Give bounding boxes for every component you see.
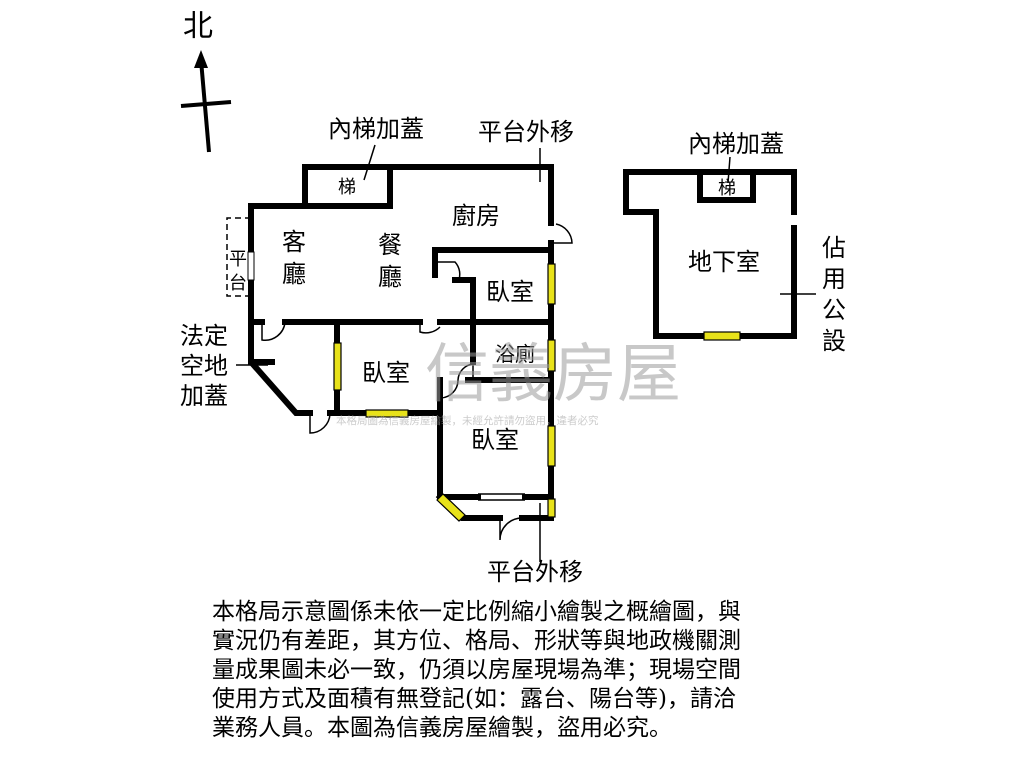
north-arrow-icon (180, 50, 232, 153)
occupied-common-label-2: 用 (822, 265, 846, 293)
stair-label-2: 梯 (718, 178, 736, 199)
stair-label-1: 梯 (338, 177, 356, 198)
windows (333, 263, 556, 522)
bedroom-1-label: 臥室 (486, 278, 534, 306)
basement-label: 地下室 (688, 248, 760, 276)
platform-shift-top-label: 平台外移 (478, 118, 574, 146)
watermark-brand: 信義房屋 (425, 338, 681, 412)
side-platform-label-1: 平 (229, 249, 247, 270)
legal-void-label-3: 加蓋 (180, 382, 228, 410)
disclaimer-line: 實況仍有差距，其方位、格局、形狀等與地政機關測 (212, 628, 741, 654)
bedroom-2-label: 臥室 (362, 359, 410, 387)
bathroom-label: 浴廁 (495, 342, 535, 366)
side-platform-label-2: 台 (229, 273, 247, 294)
disclaimer-line: 業務人員。本圖為信義房屋繪製，盜用必究。 (212, 715, 672, 741)
side-platform (226, 217, 255, 297)
disclaimer-line: 量成果圖未必一致，仍須以房屋現場為準；現場空間 (212, 657, 741, 683)
living-room-label-1: 客 (282, 228, 306, 256)
occupied-common-label-1: 佔 (822, 234, 846, 262)
inner-stair-label-1: 內梯加蓋 (328, 115, 424, 143)
occupied-common-label-3: 公 (822, 296, 846, 324)
disclaimer-line: 使用方式及面積有無登記(如：露台、陽台等)，請洽 (212, 686, 736, 712)
disclaimer-line: 本格局示意圖係未依一定比例縮小繪製之概繪圖，與 (212, 599, 741, 625)
watermark-note: 本格局圖為信義房屋繪製，未經允許請勿盜用，違者必究 (336, 414, 599, 427)
kitchen-label: 廚房 (452, 202, 500, 230)
platform-shift-bottom-label: 平台外移 (487, 558, 583, 586)
living-room-label-2: 廳 (282, 260, 306, 288)
disclaimer: 本格局示意圖係未依一定比例縮小繪製之概繪圖，與 實況仍有差距，其方位、格局、形狀… (212, 598, 824, 743)
basement-walls (623, 169, 797, 341)
inner-stair-label-2: 內梯加蓋 (688, 130, 784, 158)
legal-void-label-2: 空地 (180, 352, 228, 380)
legal-void-label-1: 法定 (180, 322, 228, 350)
door-swings (254, 223, 573, 541)
dining-room-label-1: 餐 (378, 231, 402, 259)
occupied-common-label-4: 設 (822, 327, 846, 355)
north-label: 北 (183, 9, 213, 44)
bedroom-3-label: 臥室 (471, 426, 519, 454)
dining-room-label-2: 廳 (378, 263, 402, 291)
